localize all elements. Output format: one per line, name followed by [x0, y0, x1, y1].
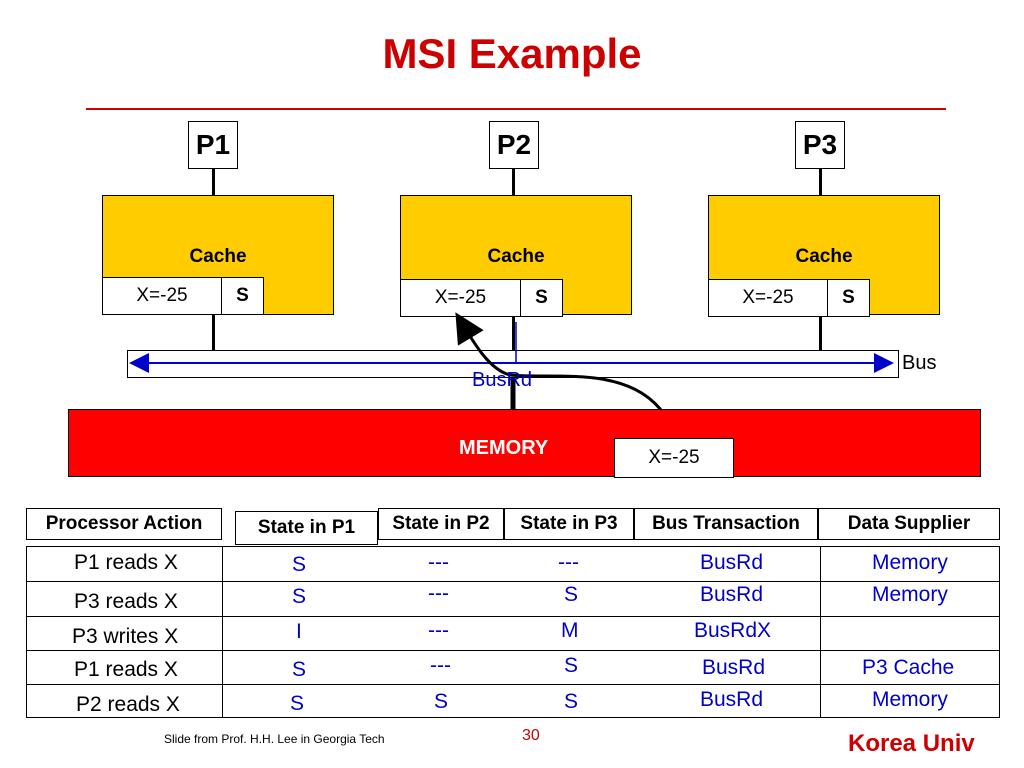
table-cell: S — [292, 658, 307, 681]
processor-p1-box: P1 — [188, 121, 238, 169]
table-cell: I — [296, 620, 302, 643]
table-row-divider — [26, 616, 1000, 617]
table-header: State in P1 — [235, 511, 378, 545]
brand-footer: Korea Univ — [848, 730, 975, 757]
table-cell: S — [564, 583, 579, 606]
p2-cache-label: Cache — [487, 246, 545, 267]
bus-label: Bus — [902, 352, 937, 374]
table-cell: M — [561, 619, 579, 642]
p3-bus-link-line — [819, 317, 822, 351]
p3-cache-state: S — [827, 279, 870, 317]
table-cell: S — [564, 690, 579, 713]
table-body-frame — [26, 546, 1000, 718]
p3-cache-label: Cache — [795, 246, 853, 267]
table-cell: --- — [558, 551, 579, 574]
bus-transaction-label: BusRd — [472, 369, 533, 391]
table-cell: S — [292, 585, 307, 608]
table-col-divider — [222, 546, 223, 718]
table-col-divider — [820, 546, 821, 718]
footer-credit: Slide from Prof. H.H. Lee in Georgia Tec… — [164, 732, 385, 746]
table-cell: S — [564, 654, 579, 677]
table-row-divider — [26, 684, 1000, 685]
table-cell: S — [290, 692, 305, 715]
title-divider — [86, 108, 946, 110]
table-cell: Memory — [872, 551, 948, 574]
p3-cache-value: X=-25 — [708, 279, 828, 317]
table-cell: BusRd — [702, 656, 766, 679]
table-row-divider — [26, 650, 1000, 651]
table-cell: Memory — [872, 583, 948, 606]
table-cell: P3 writes X — [72, 625, 179, 648]
table-cell: BusRd — [700, 583, 764, 606]
table-cell: P3 reads X — [74, 590, 178, 613]
memory-block: MEMORY — [68, 409, 981, 477]
p1-bus-link-line — [212, 315, 215, 351]
table-cell: S — [434, 690, 449, 713]
p1-cache-state: S — [221, 277, 264, 315]
p2-bus-link-line — [512, 317, 515, 351]
p1-cache-label: Cache — [189, 246, 247, 267]
table-cell: --- — [428, 582, 449, 605]
slide-title: MSI Example — [382, 30, 642, 77]
table-cell: BusRdX — [694, 619, 772, 642]
table-header: State in P3 — [504, 508, 634, 540]
p1-link-line — [212, 169, 215, 195]
table-cell: P2 reads X — [76, 693, 180, 716]
p1-cache-value: X=-25 — [102, 277, 222, 315]
table-header: Data Supplier — [818, 508, 1000, 540]
table-header: Processor Action — [26, 508, 222, 540]
table-cell: BusRd — [700, 688, 764, 711]
table-cell: S — [292, 553, 307, 576]
table-cell: --- — [430, 654, 451, 677]
data-transfer-arrow — [455, 312, 678, 439]
table-cell: --- — [428, 619, 449, 642]
table-cell: --- — [428, 551, 449, 574]
table-cell: BusRd — [700, 551, 764, 574]
table-cell: Memory — [872, 688, 948, 711]
p2-link-line — [512, 169, 515, 195]
p3-link-line — [819, 169, 822, 195]
table-row-divider — [26, 581, 1000, 582]
memory-value: X=-25 — [614, 438, 734, 478]
table-cell: P1 reads X — [74, 551, 178, 574]
page-number: 30 — [522, 727, 540, 744]
table-cell: P1 reads X — [74, 658, 178, 681]
state-table: Processor Action State in P1 State in P2… — [26, 508, 1000, 720]
processor-p3-box: P3 — [795, 121, 845, 169]
table-header: State in P2 — [378, 508, 504, 540]
memory-label: MEMORY — [459, 437, 549, 459]
p2-cache-state: S — [520, 279, 563, 317]
table-header: Bus Transaction — [634, 508, 818, 540]
table-cell: P3 Cache — [862, 656, 955, 679]
processor-p2-box: P2 — [489, 121, 539, 169]
